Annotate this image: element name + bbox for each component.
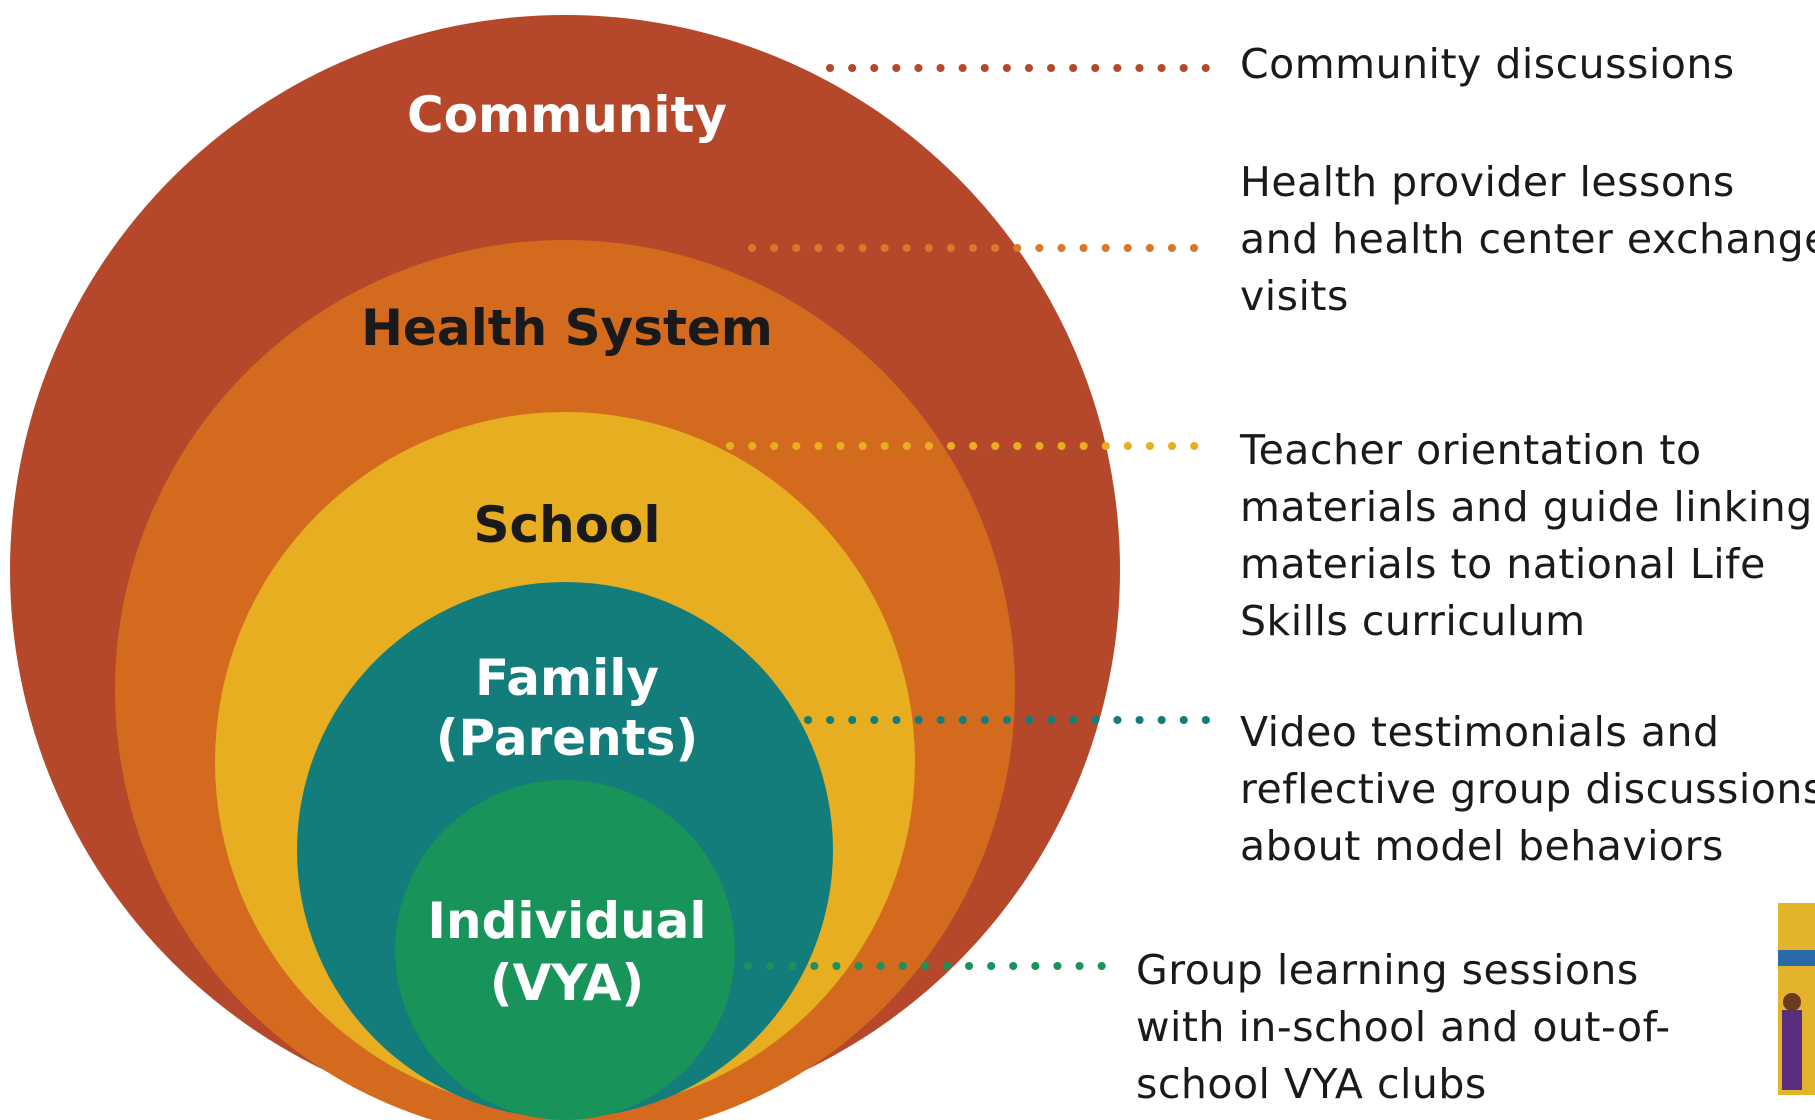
description-line: materials and guide linking [1240,483,1813,531]
individual-description: Group learning sessions with in-school a… [1136,942,1671,1113]
school-label: School [473,496,660,554]
description-line: materials to national Life [1240,540,1766,588]
family-label-line-2: (Parents) [436,709,699,767]
description-line: school VYA clubs [1136,1060,1487,1108]
community-description: Community discussions [1240,36,1735,93]
description-line: Community discussions [1240,40,1735,88]
description-line: with in-school and out-of- [1136,1003,1671,1051]
school-description: Teacher orientation to materials and gui… [1240,422,1813,650]
individual-circle [395,780,735,1120]
family-label: Family [475,649,659,707]
description-line: and health center exchange [1240,215,1815,263]
family-description: Video testimonials and reflective group … [1240,704,1815,875]
description-line: visits [1240,272,1349,320]
description-line: Health provider lessons [1240,158,1735,206]
description-line: Group learning sessions [1136,946,1639,994]
description-line: about model behaviors [1240,822,1724,870]
community-label: Community [407,86,727,144]
health-system-label: Health System [361,299,773,357]
description-line: Skills curriculum [1240,597,1586,645]
individual-label-line-2: (VYA) [490,954,645,1012]
book-cover-thumbnail [1778,903,1815,1095]
health-system-description: Health provider lessons and health cente… [1240,154,1815,325]
description-line: Teacher orientation to [1240,426,1702,474]
individual-label: Individual [427,892,706,950]
description-line: reflective group discussions [1240,765,1815,813]
description-line: Video testimonials and [1240,708,1720,756]
